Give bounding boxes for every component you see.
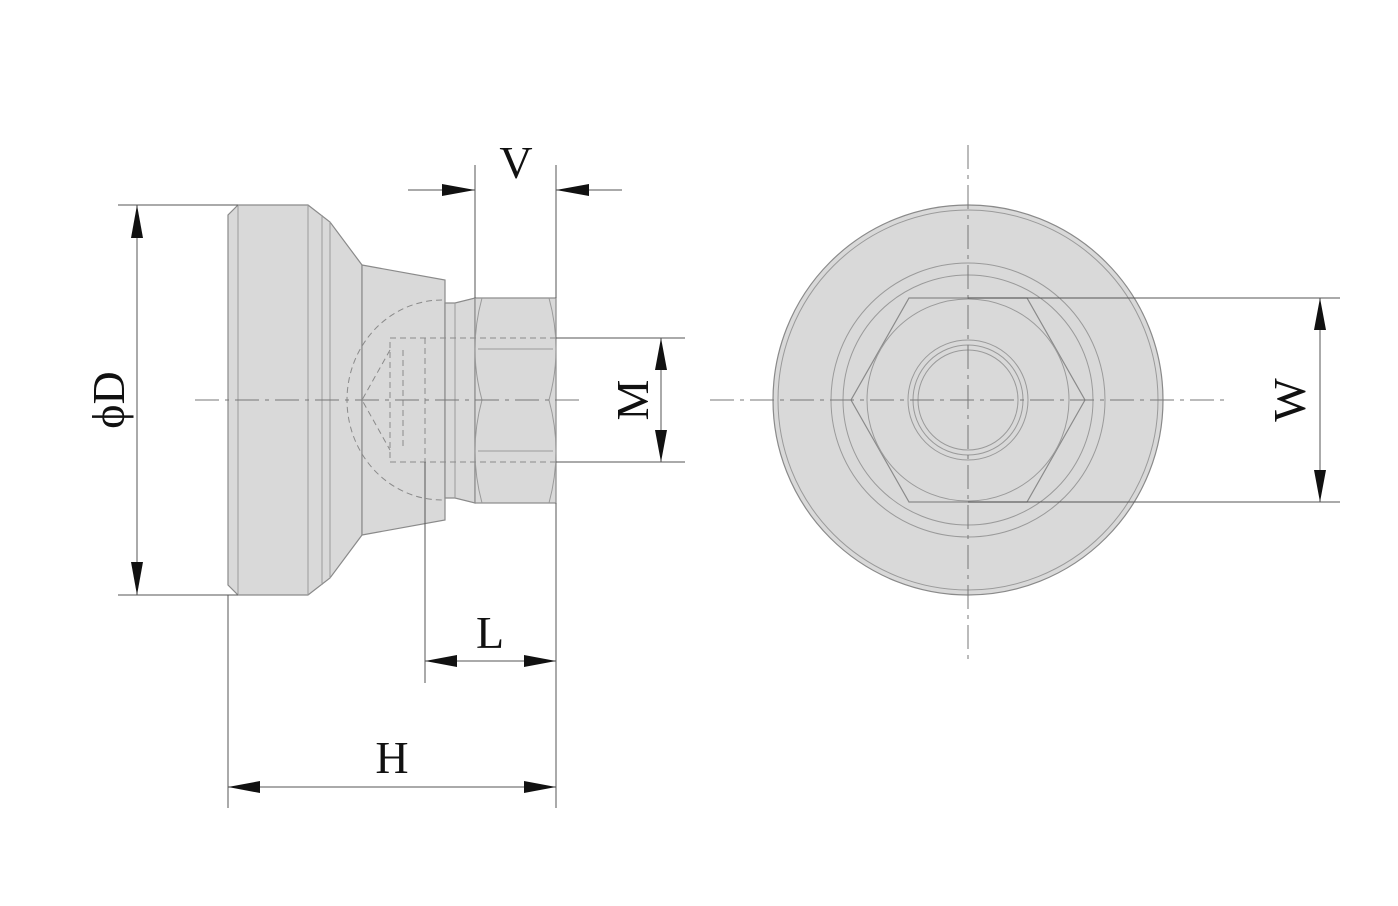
side-view (195, 204, 585, 596)
bore-circle (907, 339, 1029, 461)
arrow-icon (1314, 470, 1326, 502)
front-view (710, 145, 1228, 660)
arrow-icon (1314, 298, 1326, 330)
dimension-D: ϕD (83, 204, 238, 596)
dimension-L: L (424, 462, 557, 808)
dimension-label-M: M (607, 380, 658, 421)
arrow-icon (228, 781, 260, 793)
arrow-icon (131, 562, 143, 595)
arrow-icon (524, 781, 556, 793)
drill-point-hidden (361, 349, 391, 451)
dimension-label-L: L (476, 607, 504, 658)
dimension-W: W (968, 297, 1340, 503)
dimension-label-H: H (375, 732, 408, 783)
arrow-icon (442, 184, 475, 196)
dimension-label-D: ϕD (83, 371, 134, 428)
arrow-icon (655, 338, 667, 370)
arrow-icon (131, 205, 143, 238)
dimension-label-W: W (1264, 378, 1315, 422)
dimension-H: H (227, 595, 556, 808)
arrow-icon (556, 184, 589, 196)
threaded-hole-hidden (389, 337, 556, 463)
arrow-icon (524, 655, 556, 667)
arrow-icon (425, 655, 457, 667)
arrow-icon (655, 430, 667, 462)
dimension-V: V (408, 137, 622, 298)
dimension-label-V: V (499, 137, 532, 188)
dimension-M: M (556, 337, 685, 463)
